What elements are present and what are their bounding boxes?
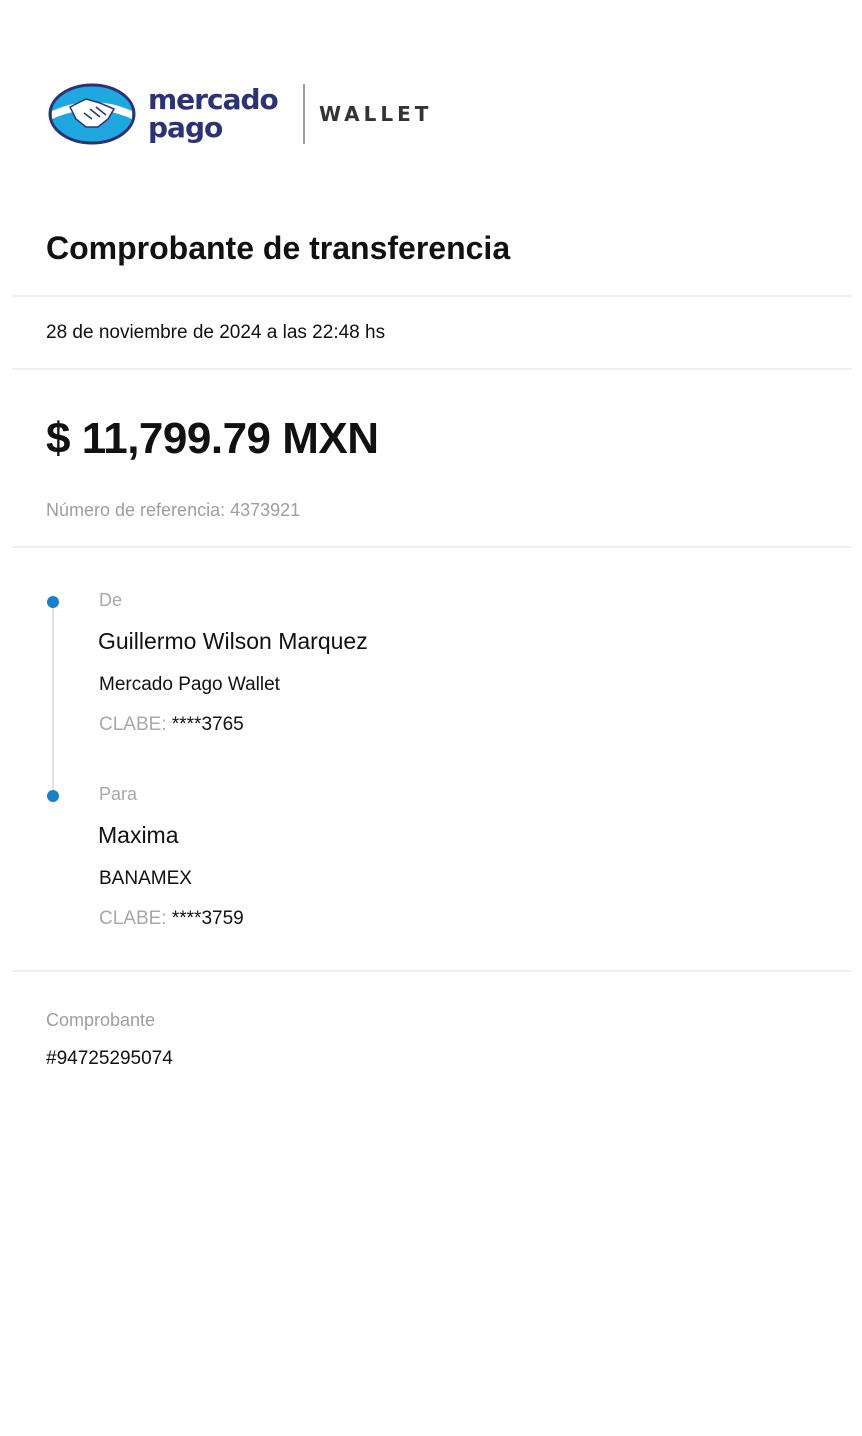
reference-label: Número de referencia: bbox=[46, 500, 226, 520]
reference-value: 4373921 bbox=[230, 500, 301, 520]
recipient-institution: BANAMEX bbox=[99, 868, 192, 889]
wallet-label: WALLET bbox=[319, 102, 433, 126]
logo-line-1: mercado bbox=[148, 83, 279, 116]
sender-clabe: CLABE: ****3765 bbox=[99, 714, 244, 736]
sender-label: De bbox=[99, 590, 123, 610]
divider bbox=[12, 546, 852, 548]
recipient-dot-icon bbox=[47, 790, 59, 802]
voucher-label: Comprobante bbox=[46, 1010, 156, 1030]
recipient-label: Para bbox=[99, 784, 138, 804]
recipient-name: Maxima bbox=[98, 822, 179, 848]
transfer-datetime: 28 de noviembre de 2024 a las 22:48 hs bbox=[46, 322, 386, 343]
logo-wordmark: mercado pago bbox=[148, 83, 279, 144]
sender-institution: Mercado Pago Wallet bbox=[99, 674, 280, 695]
mercado-pago-logo: mercado pago bbox=[48, 82, 279, 146]
sender-name: Guillermo Wilson Marquez bbox=[98, 628, 368, 654]
page-title: Comprobante de transferencia bbox=[46, 230, 511, 266]
recipient-clabe: CLABE: ****3759 bbox=[99, 908, 244, 930]
sender-dot-icon bbox=[47, 596, 59, 608]
recipient-clabe-value: ****3759 bbox=[171, 908, 244, 929]
timeline-line bbox=[52, 602, 54, 796]
recipient-clabe-label: CLABE: bbox=[99, 908, 167, 929]
handshake-logo-icon bbox=[48, 83, 136, 145]
reference-number: Número de referencia: 4373921 bbox=[46, 500, 300, 521]
logo-separator bbox=[303, 84, 305, 144]
divider bbox=[12, 295, 852, 297]
voucher-number: #94725295074 bbox=[46, 1048, 173, 1069]
sender-clabe-label: CLABE: bbox=[99, 714, 167, 735]
transfer-amount: $ 11,799.79 MXN bbox=[46, 414, 379, 463]
logo-line-2: pago bbox=[148, 111, 223, 144]
divider bbox=[12, 368, 852, 370]
sender-clabe-value: ****3765 bbox=[171, 714, 244, 735]
divider bbox=[12, 970, 852, 972]
